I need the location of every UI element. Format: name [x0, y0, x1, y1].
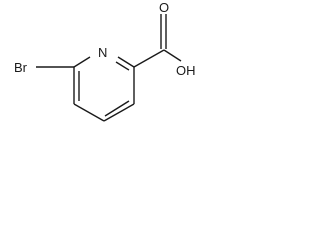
hydroxyl-label: OH [176, 63, 196, 78]
bond-c6-n1-inner [115, 61, 130, 71]
carbonyl-oxygen-label: O [159, 0, 169, 15]
bond-c4-c5 [103, 103, 135, 122]
bromine-label: Br [14, 60, 28, 75]
ring-nitrogen-label: N [98, 45, 107, 60]
bond-c4-c5-inner [104, 100, 130, 117]
molecule-structure: Br N O OH [14, 0, 196, 122]
bond-n1-c2 [73, 56, 91, 68]
bond-c6-carboxyl [133, 49, 165, 68]
bond-c-oh [163, 49, 182, 62]
bond-c6-n1 [117, 56, 135, 68]
bond-c3-c4 [73, 103, 105, 122]
